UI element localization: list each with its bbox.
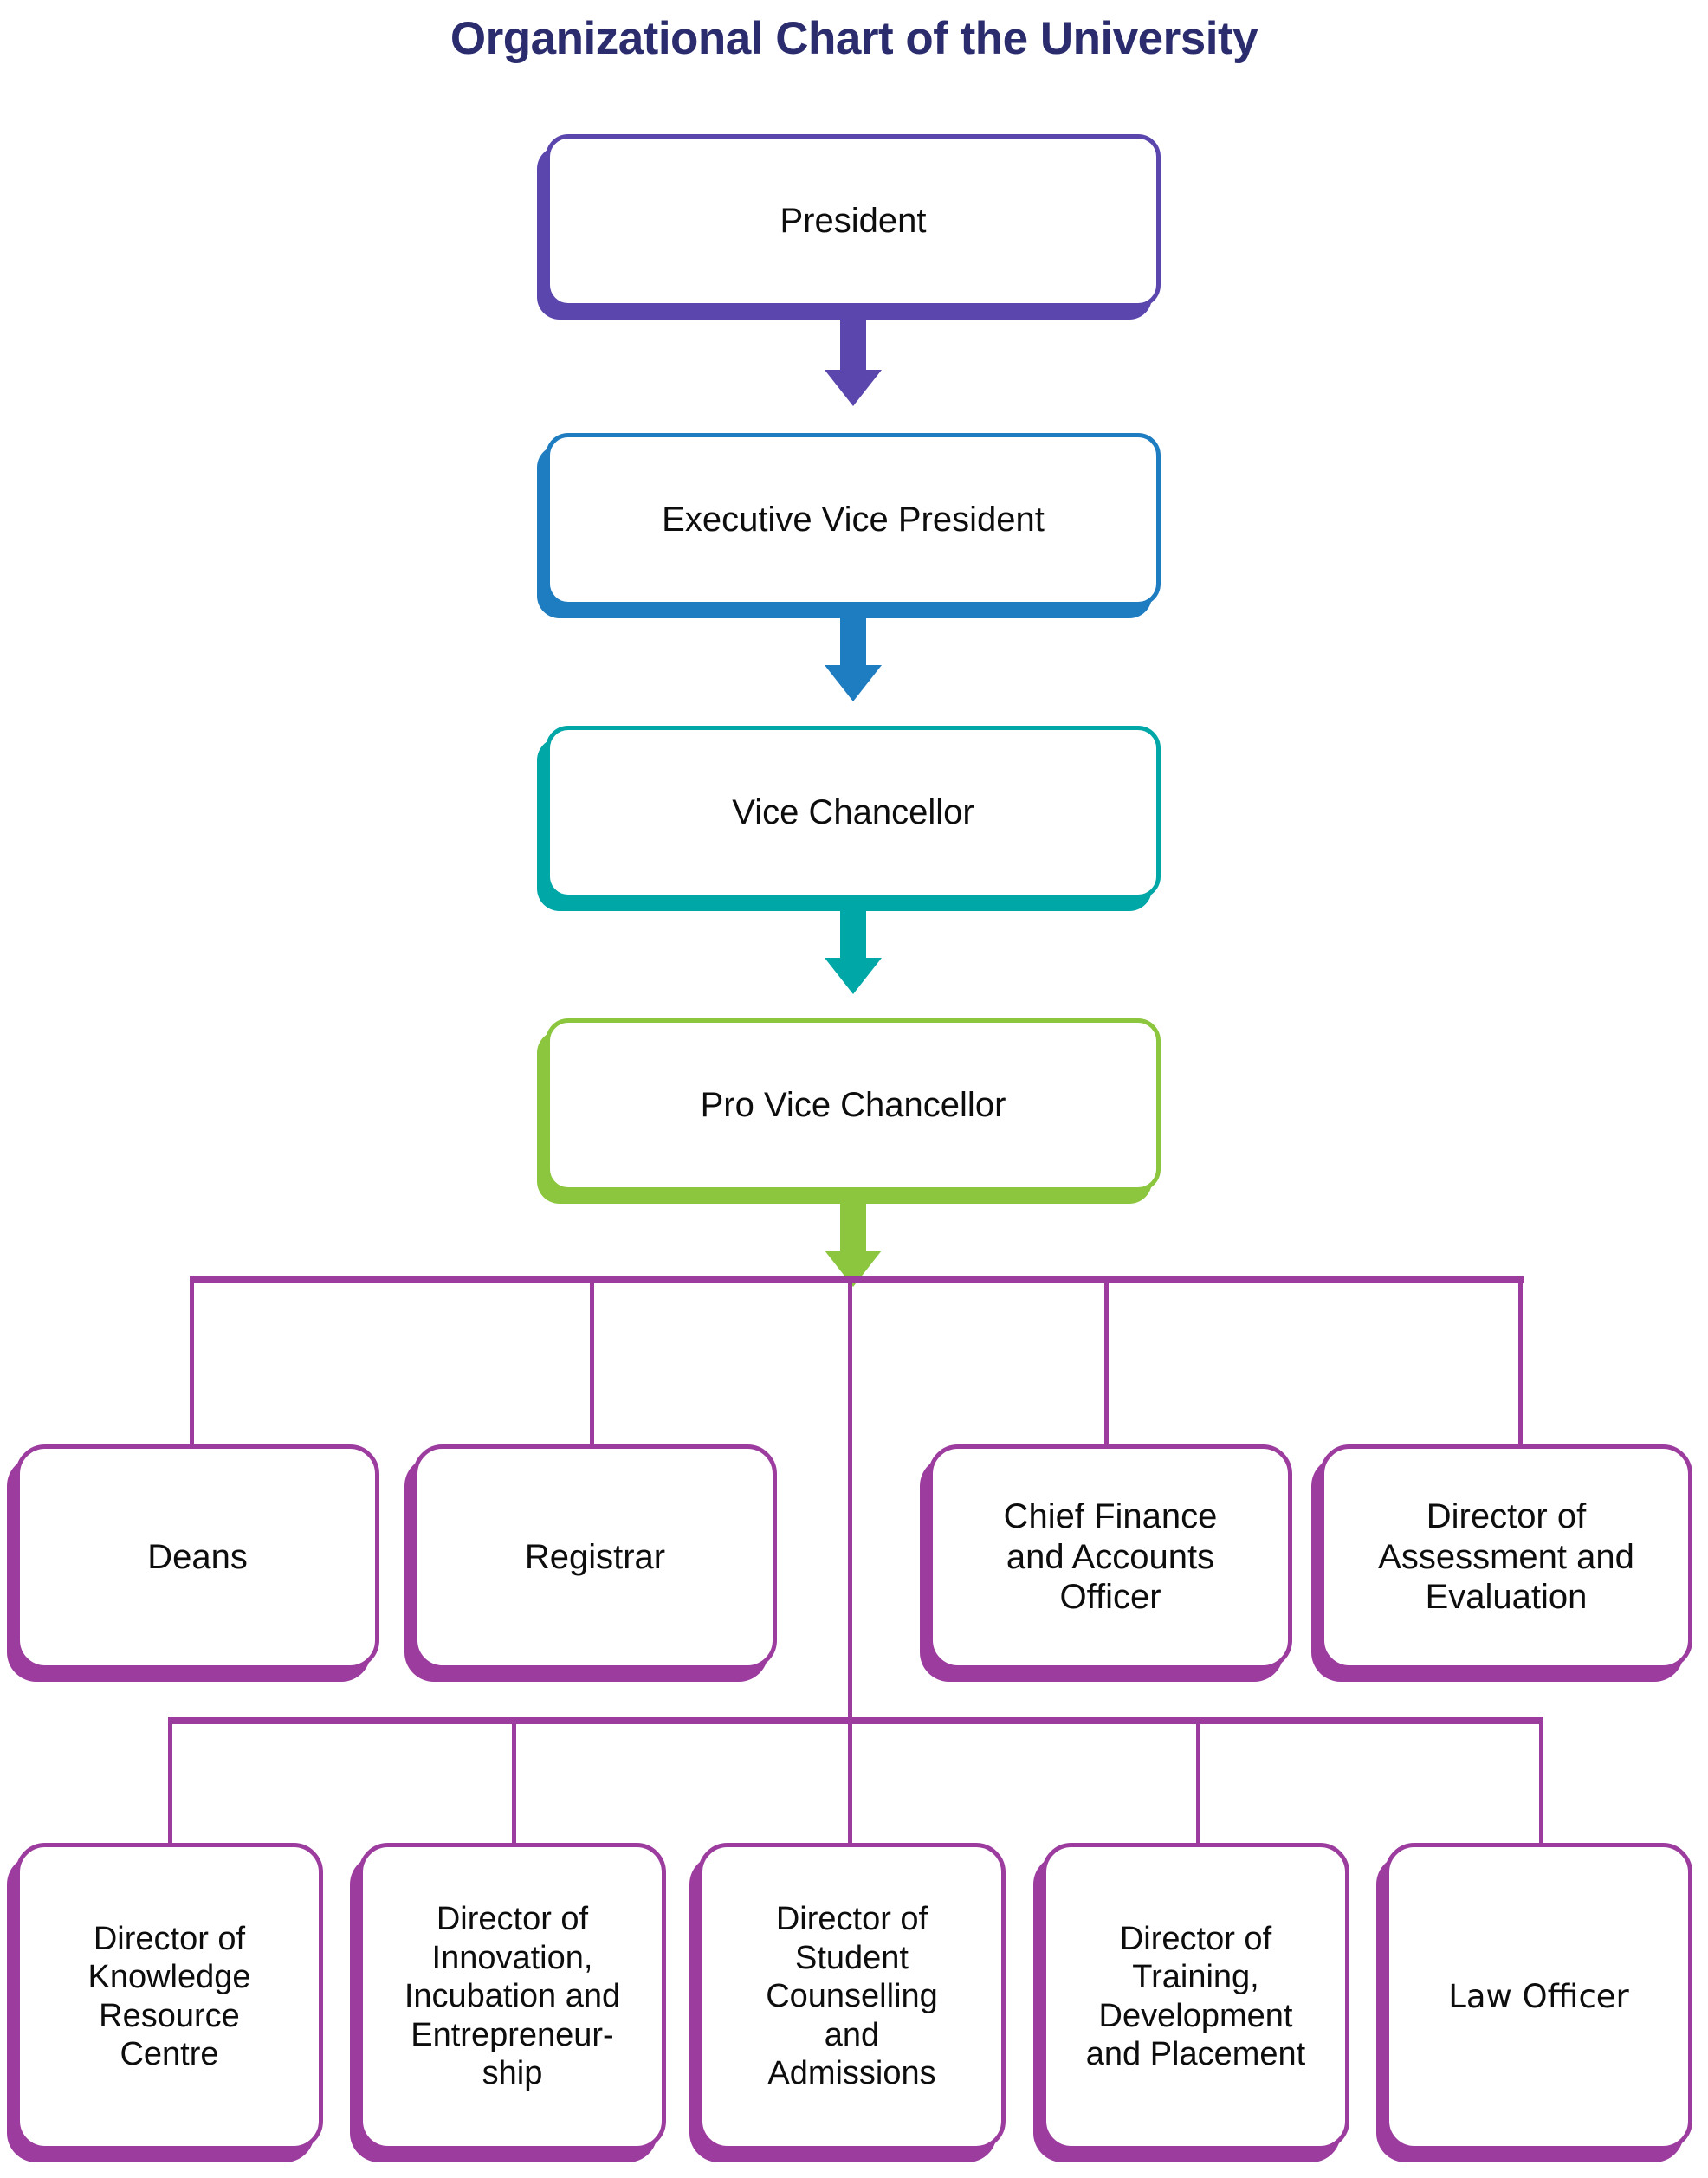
connector-drop-dae: [1518, 1276, 1523, 1454]
connector-bus-level2: [190, 1276, 1524, 1283]
arrow-stem: [840, 1204, 866, 1252]
arrow-head: [825, 665, 882, 701]
connector-arrow-evp-to-vc: [805, 618, 901, 701]
node-president-card: President: [546, 134, 1161, 307]
node-deans-card: Deans: [16, 1444, 379, 1670]
node-chief-finance-and-accounts-officer[interactable]: Chief Finance and Accounts Officer: [920, 1444, 1292, 1682]
node-diie-card: Director of Innovation, Incubation and E…: [359, 1843, 666, 2150]
connector-drop-cfao: [1104, 1276, 1109, 1454]
connector-arrow-vc-to-pvc: [805, 911, 901, 994]
node-executive-vice-president[interactable]: Executive Vice President: [537, 433, 1161, 618]
node-evp-card: Executive Vice President: [546, 433, 1161, 606]
connector-drop-deans: [190, 1276, 194, 1454]
node-cfao-label: Chief Finance and Accounts Officer: [1003, 1496, 1218, 1617]
node-director-of-assessment-and-evaluation[interactable]: Director of Assessment and Evaluation: [1311, 1444, 1692, 1682]
connector-drop-dsca: [848, 1717, 852, 1847]
arrow-stem: [840, 618, 866, 667]
node-pvc-label: Pro Vice Chancellor: [700, 1085, 1006, 1124]
node-vice-chancellor[interactable]: Vice Chancellor: [537, 726, 1161, 911]
page-title: Organizational Chart of the University: [450, 13, 1258, 64]
node-president[interactable]: President: [537, 134, 1161, 320]
node-dkrc-label: Director of Knowledge Resource Centre: [87, 1920, 251, 2072]
node-director-of-training-development-and-placement[interactable]: Director of Training, Development and Pl…: [1033, 1843, 1349, 2162]
node-cfao-card: Chief Finance and Accounts Officer: [928, 1444, 1292, 1670]
connector-bus-level3: [168, 1717, 1543, 1724]
node-deans-label: Deans: [147, 1537, 248, 1576]
node-dtdp-label: Director of Training, Development and Pl…: [1085, 1920, 1306, 2072]
node-registrar-card: Registrar: [413, 1444, 777, 1670]
arrow-head: [825, 958, 882, 994]
connector-arrow-president-to-evp: [805, 320, 901, 406]
node-registrar-label: Registrar: [524, 1537, 666, 1576]
node-dsca-card: Director of Student Counselling and Admi…: [698, 1843, 1006, 2150]
connector-drop-diie: [512, 1717, 516, 1847]
connector-arrow-pvc-to-tree: [805, 1204, 901, 1287]
connector-drop-dtdp: [1196, 1717, 1200, 1847]
connector-drop-registrar: [590, 1276, 594, 1454]
node-pvc-card: Pro Vice Chancellor: [546, 1018, 1161, 1192]
node-evp-label: Executive Vice President: [662, 500, 1045, 539]
node-registrar[interactable]: Registrar: [404, 1444, 777, 1682]
node-law-officer[interactable]: Law Officer: [1376, 1843, 1692, 2162]
node-director-of-innovation-incubation-and-entrepreneurship[interactable]: Director of Innovation, Incubation and E…: [350, 1843, 666, 2162]
arrow-stem: [840, 320, 866, 372]
node-dae-card: Director of Assessment and Evaluation: [1320, 1444, 1692, 1670]
arrow-stem: [840, 911, 866, 960]
node-director-of-knowledge-resource-centre[interactable]: Director of Knowledge Resource Centre: [7, 1843, 323, 2162]
node-president-label: President: [780, 201, 927, 240]
node-law-officer-label: Law Officer: [1448, 1977, 1629, 2015]
node-vc-label: Vice Chancellor: [732, 792, 974, 831]
node-dkrc-card: Director of Knowledge Resource Centre: [16, 1843, 323, 2150]
connector-drop-dkrc: [168, 1717, 172, 1847]
node-vc-card: Vice Chancellor: [546, 726, 1161, 899]
node-diie-label: Director of Innovation, Incubation and E…: [404, 1901, 621, 2092]
node-dae-label: Director of Assessment and Evaluation: [1378, 1496, 1634, 1617]
arrow-head: [825, 370, 882, 406]
node-pro-vice-chancellor[interactable]: Pro Vice Chancellor: [537, 1018, 1161, 1204]
node-director-of-student-counselling-and-admissions[interactable]: Director of Student Counselling and Admi…: [689, 1843, 1006, 2162]
connector-spine-center: [848, 1276, 852, 1722]
node-dsca-label: Director of Student Counselling and Admi…: [766, 1901, 938, 2092]
connector-drop-law-officer: [1539, 1717, 1543, 1847]
node-deans[interactable]: Deans: [7, 1444, 379, 1682]
node-dtdp-card: Director of Training, Development and Pl…: [1042, 1843, 1349, 2150]
node-law-officer-card: Law Officer: [1385, 1843, 1692, 2150]
